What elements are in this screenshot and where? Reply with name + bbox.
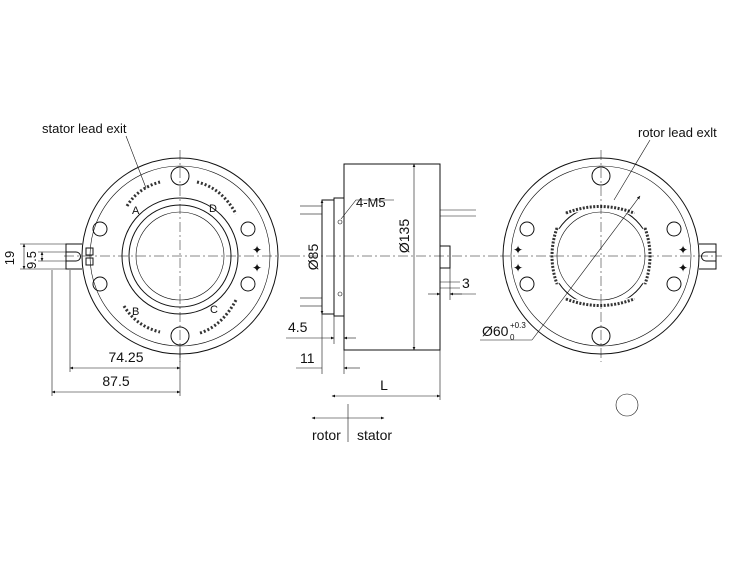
mounting-hole [92, 276, 108, 292]
stator-label: stator [357, 427, 392, 443]
rotor-lead-exit-label: rotor lead exlt [638, 125, 717, 140]
dim-L: L [380, 377, 388, 393]
side-view: 4-M5 Ø85 Ø135 3 4.5 11 L rotor [286, 163, 500, 443]
mounting-hole [666, 276, 682, 292]
svg-text:✦: ✦ [252, 243, 262, 257]
mounting-hole [519, 276, 535, 292]
brush-slot-d [194, 179, 239, 217]
stator-lead-exit-label: stator lead exit [42, 121, 127, 136]
dim-d60-tol-lower: 0 [510, 333, 515, 342]
brush-slot-c [197, 297, 239, 336]
rotor-lead-leader [613, 139, 651, 201]
dim-3: 3 [462, 275, 470, 291]
dim-11: 11 [300, 350, 315, 366]
stator-end-view: ✦ ✦ A D B C [2, 121, 290, 396]
dim-87-5: 87.5 [102, 373, 129, 389]
mounting-hole [240, 221, 256, 237]
slot-label-d: D [209, 203, 217, 215]
slot-label-b: B [132, 306, 139, 318]
dim-d60-tol-upper: +0.3 [510, 321, 526, 330]
thread-label: 4-M5 [356, 195, 386, 210]
dim-19: 19 [2, 251, 17, 265]
mounting-hole [666, 221, 682, 237]
dim-d60: Ø60 [482, 323, 509, 339]
slot-label-c: C [210, 304, 218, 316]
rotor-label: rotor [312, 427, 341, 443]
mounting-hole [519, 221, 535, 237]
dim-d135: Ø135 [396, 219, 412, 253]
mounting-tab [65, 243, 82, 270]
dim-4-5: 4.5 [288, 319, 308, 335]
rotor-flange [333, 197, 345, 317]
svg-text:✦: ✦ [513, 261, 523, 275]
svg-text:✦: ✦ [252, 261, 262, 275]
svg-text:✦: ✦ [678, 243, 688, 257]
stator-lead-leader [125, 135, 147, 189]
mounting-hole [170, 166, 190, 186]
mounting-hole [240, 276, 256, 292]
dim-74-25: 74.25 [108, 349, 143, 365]
stray-circle-mark [615, 393, 639, 417]
mounting-hole [591, 166, 611, 186]
brush-slot-a [124, 179, 163, 209]
slot-label-a: A [132, 205, 140, 217]
housing-body [343, 163, 441, 351]
dim-9-5: 9.5 [24, 251, 39, 269]
svg-text:✦: ✦ [678, 261, 688, 275]
mounting-hole [92, 221, 108, 237]
rotor-end-view: ✦ ✦ ✦ ✦ [480, 125, 722, 417]
dim-d85: Ø85 [305, 244, 321, 271]
svg-text:✦: ✦ [513, 243, 523, 257]
brush-slot-b [121, 303, 163, 335]
